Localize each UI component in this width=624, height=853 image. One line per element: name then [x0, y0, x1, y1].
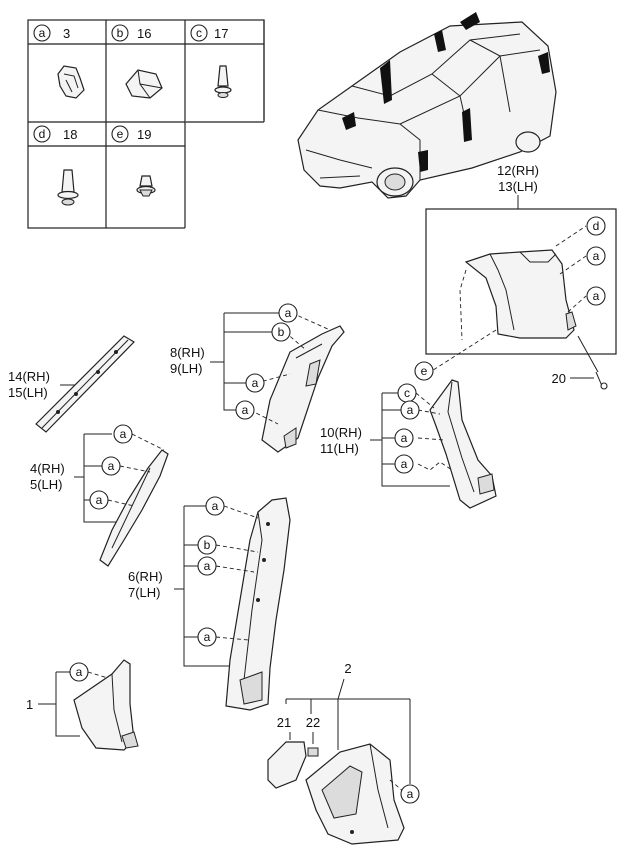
- legend-letter-circle: [111, 125, 129, 143]
- legend-letter: c: [196, 26, 202, 40]
- push-pin-icon: [214, 65, 232, 98]
- legend-cell-e: e 19: [111, 125, 156, 197]
- callout-a: a: [401, 431, 408, 445]
- callout-a: a: [593, 249, 600, 263]
- legend-number: 19: [137, 127, 151, 142]
- part-label-6: 6(RH): [128, 569, 163, 584]
- callout-a: a: [96, 493, 103, 507]
- legend-number: 18: [63, 127, 77, 142]
- legend-letter-circle: [111, 24, 129, 42]
- roof-rail-trim-group: 14(RH) 15(LH): [8, 335, 135, 433]
- part-label-8: 8(RH): [170, 345, 205, 360]
- cowl-side-trim-panel: [73, 659, 135, 751]
- legend-letter-circle: [33, 125, 51, 143]
- rear-pillar-lower-trim-group: 10(RH) 11(LH) c a a a: [320, 379, 497, 509]
- callout-a: a: [401, 457, 408, 471]
- front-pillar-trim-group: 4(RH) 5(LH) a a a: [30, 424, 169, 567]
- callout-a: a: [212, 499, 219, 513]
- minivan-illustration: [297, 12, 557, 199]
- rivet-clip-icon: [57, 169, 79, 206]
- part-label-9: 9(LH): [170, 361, 203, 376]
- callout-a: a: [285, 306, 292, 320]
- callout-a: a: [204, 630, 211, 644]
- clip-fastener-icon: [57, 65, 85, 99]
- detail-box: [425, 208, 617, 355]
- callout-a: a: [242, 403, 249, 417]
- callout-a: a: [407, 403, 414, 417]
- rear-quarter-trim-panel: [464, 249, 575, 339]
- part-label-15: 15(LH): [8, 385, 48, 400]
- part-label-10: 10(RH): [320, 425, 362, 440]
- screw-clip-icon: [136, 175, 156, 197]
- callout-a: a: [108, 459, 115, 473]
- part-label-7: 7(LH): [128, 585, 161, 600]
- callout-a: a: [407, 787, 414, 801]
- center-pillar-lower-trim-group: 6(RH) 7(LH) a b a a: [128, 496, 291, 711]
- cowl-side-trim-group: 1 a: [26, 659, 139, 751]
- center-pillar-lower-trim: [225, 497, 291, 711]
- legend-cell-d: d 18: [33, 125, 79, 206]
- callout-c: c: [404, 386, 410, 400]
- legend-letter-circle: [33, 24, 51, 42]
- callout-a: a: [252, 376, 259, 390]
- part-label-4: 4(RH): [30, 461, 65, 476]
- center-pillar-upper-trim-group: 8(RH) 9(LH) a b a a: [170, 303, 345, 453]
- legend-letter: b: [117, 26, 124, 40]
- part-label-22: 22: [306, 715, 320, 730]
- callout-a: a: [76, 665, 83, 679]
- legend-letter: d: [39, 127, 46, 141]
- part-label-2: 2: [344, 661, 351, 676]
- callout-a: a: [204, 559, 211, 573]
- legend-number: 17: [214, 26, 228, 41]
- callout-d: d: [593, 219, 600, 233]
- legend-cell-a: a 3: [33, 24, 85, 99]
- part-label-1: 1: [26, 697, 33, 712]
- legend-number: 3: [63, 26, 70, 41]
- callout-b: b: [278, 325, 285, 339]
- part-label-21: 21: [277, 715, 291, 730]
- legend-letter-circle: [190, 24, 208, 42]
- legend-number: 16: [137, 26, 151, 41]
- access-cover: [267, 741, 307, 789]
- screw-part-20: [595, 371, 608, 390]
- part-label-11: 11(LH): [320, 441, 359, 456]
- rear-quarter-trim-group: 12(RH) 13(LH) d a a e 20: [414, 163, 617, 390]
- callout-b: b: [204, 538, 211, 552]
- part-label-13: 13(LH): [498, 179, 538, 194]
- legend-cell-b: b 16: [111, 24, 163, 99]
- callout-a: a: [593, 289, 600, 303]
- legend-cell-c: c 17: [190, 24, 232, 98]
- callout-a: a: [120, 427, 127, 441]
- legend-letter: e: [117, 127, 124, 141]
- part-label-14: 14(RH): [8, 369, 50, 384]
- rear-side-trim-group: 2 21 22 a: [267, 661, 420, 845]
- callout-e: e: [421, 364, 428, 378]
- retainer-clip-icon: [125, 69, 163, 99]
- part-label-20: 20: [552, 371, 566, 386]
- part-label-5: 5(LH): [30, 477, 63, 492]
- clip-part-22: [307, 747, 319, 757]
- part-label-12: 12(RH): [497, 163, 539, 178]
- legend-letter: a: [39, 26, 46, 40]
